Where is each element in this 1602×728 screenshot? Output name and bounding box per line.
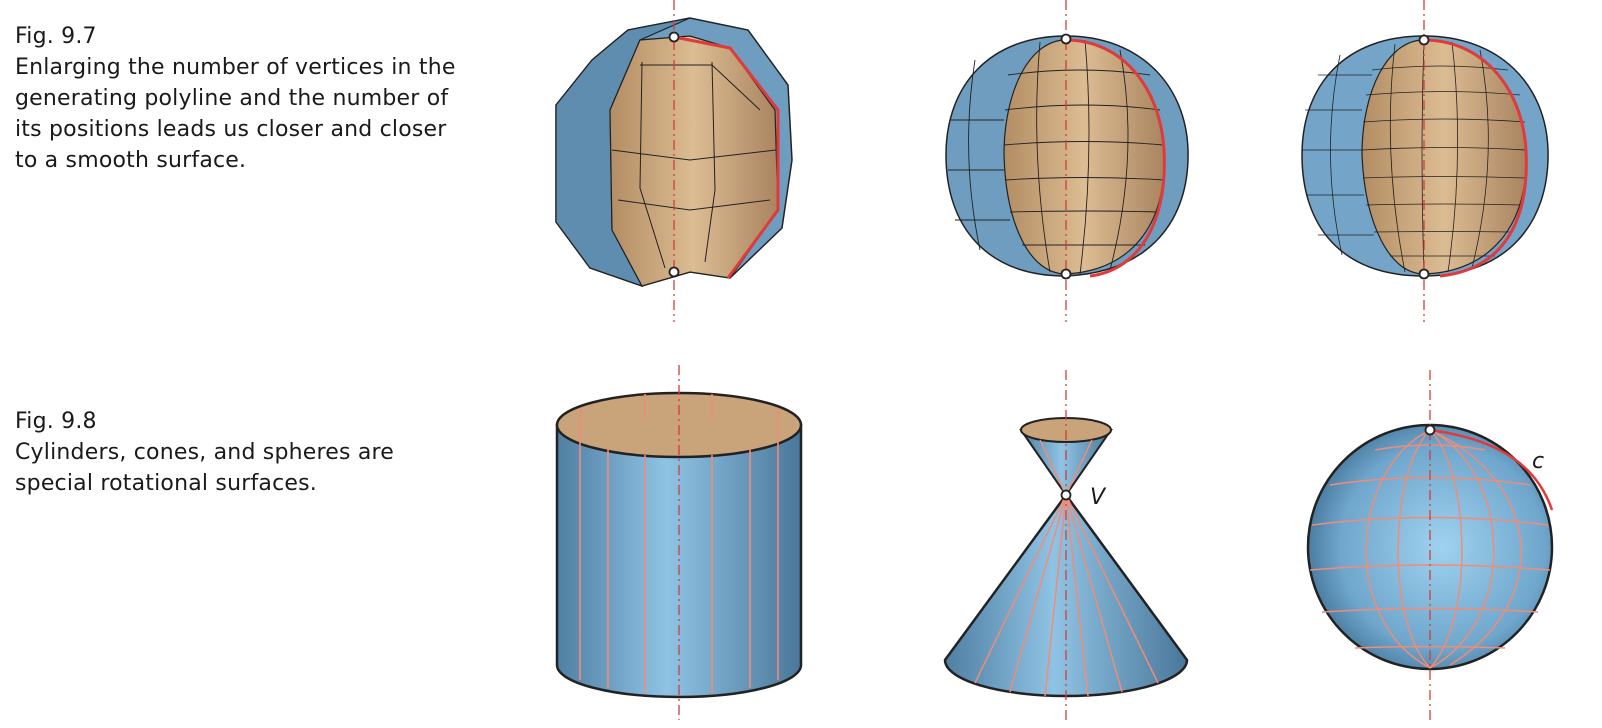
cone-vertex-label: V xyxy=(1090,485,1107,510)
cone-illustration: V xyxy=(943,370,1189,720)
figure-caption: Enlarging the number of vertices in the … xyxy=(15,55,456,173)
figure-number: Fig. 9.8 xyxy=(15,409,97,434)
caption-fig-9-7: Fig. 9.7 Enlarging the number of vertice… xyxy=(15,21,495,176)
caption-fig-9-8: Fig. 9.8 Cylinders, cones, and spheres a… xyxy=(15,406,495,499)
cylinder-generators xyxy=(579,394,779,694)
figure-number: Fig. 9.7 xyxy=(15,24,97,49)
coarse-polyhedral-surface xyxy=(555,17,793,288)
figure-caption: Cylinders, cones, and spheres are specia… xyxy=(15,440,395,496)
pole-points-9-7 xyxy=(668,31,1430,280)
sphere-illustration: c xyxy=(1306,370,1554,720)
fine-polyhedral-surface xyxy=(1301,35,1549,278)
sphere-curve-label: c xyxy=(1532,449,1544,474)
cylinder-illustration xyxy=(555,365,803,720)
cone-generators xyxy=(974,439,1159,697)
medium-polyhedral-surface xyxy=(945,35,1189,278)
sphere-pole-point xyxy=(1424,424,1436,436)
cone-vertex-point xyxy=(1060,489,1072,501)
